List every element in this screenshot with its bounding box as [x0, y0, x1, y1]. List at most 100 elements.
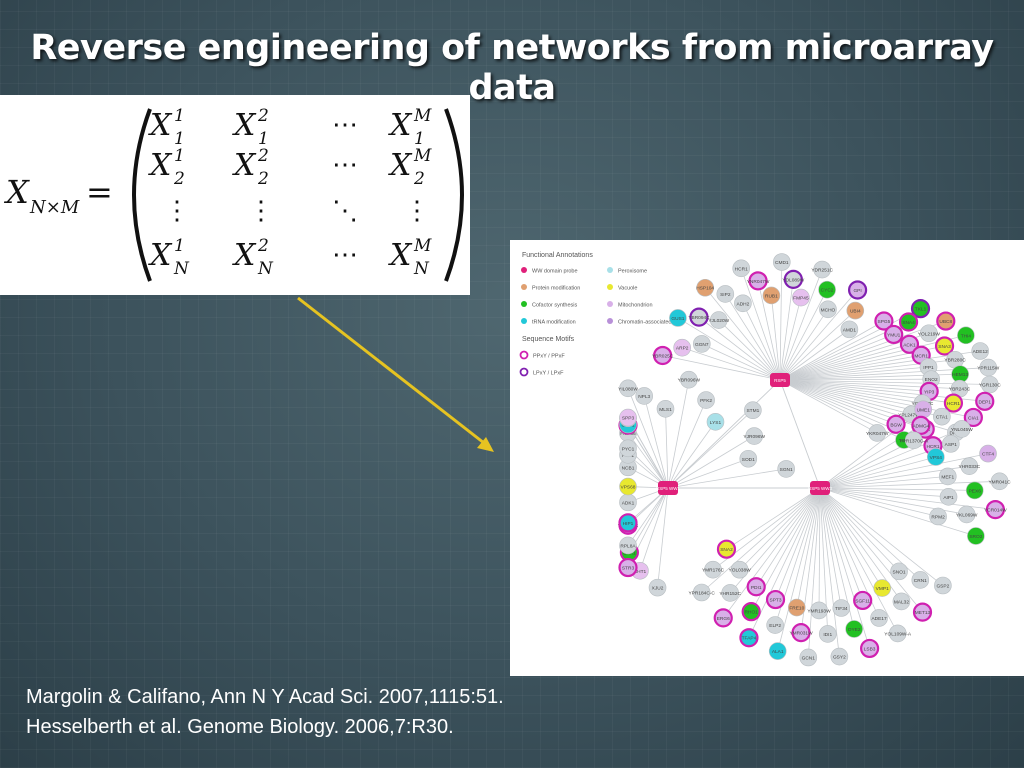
network-node-label: TKL1: [915, 307, 927, 313]
network-node: ADE12: [971, 342, 989, 360]
matrix-entry: X: [388, 148, 413, 183]
network-node-circle: [762, 286, 781, 305]
network-node: YHR152C: [719, 584, 741, 602]
network-node: YBR096W: [678, 370, 701, 389]
network-edge: [757, 280, 781, 381]
network-node-circle: [721, 584, 739, 602]
network-node-label: PDI1: [751, 585, 762, 591]
network-node-label: YCR014W: [984, 508, 1007, 514]
network-node-circle: [732, 259, 751, 278]
network-node: ALA1: [768, 642, 787, 660]
matrix-dots: ⋯: [332, 240, 358, 270]
matrix-entry-subscript: N: [257, 259, 274, 279]
network-node-circle: [696, 278, 714, 297]
network-node-circle: [847, 280, 868, 300]
network-node: SOD1: [739, 449, 758, 468]
network-node: TKL1: [910, 299, 931, 319]
network-node: ASP1: [941, 435, 960, 453]
network-node: ACK1: [899, 334, 920, 354]
legend-item-label: Vacuole: [618, 286, 637, 292]
network-node-circle: [818, 625, 837, 643]
network-hub-shape: [770, 373, 790, 387]
network-edge: [667, 379, 781, 489]
network-edge: [819, 487, 842, 609]
network-edge: [819, 475, 948, 489]
network-node-circle: [746, 577, 766, 597]
legend-item-label: Peroxisome: [618, 269, 647, 275]
network-node-circle: [619, 536, 637, 555]
network-edge: [807, 487, 821, 658]
network-node-circle: [783, 269, 803, 289]
network-edge: [701, 343, 781, 381]
network-edge: [779, 310, 856, 381]
network-node: UBI4: [846, 301, 865, 320]
network-node: PEX6: [965, 481, 984, 500]
network-node-circle: [669, 309, 687, 327]
network-node-label: SNA3: [938, 344, 951, 350]
network-node: SNA3: [934, 336, 955, 356]
matrix-entry-superscript: 1: [174, 236, 185, 256]
network-node: YMR041C: [988, 472, 1011, 491]
network-hub-label: RSP5: [774, 378, 786, 383]
legend-swatch: [607, 318, 613, 324]
network-node-circle: [709, 311, 728, 329]
network-node-label: HCR1: [926, 444, 939, 450]
network-node-label: PYC1: [622, 446, 635, 452]
network-node: MAL32: [892, 592, 911, 611]
network-edge: [819, 487, 899, 634]
network-node-label: YBR243C: [949, 387, 971, 393]
network-edge: [724, 293, 781, 381]
network-node: YMR193W: [807, 601, 831, 620]
network-hub-label: RSP5 WW1: [656, 486, 681, 491]
matrix-dots: ⋮: [248, 196, 274, 226]
network-node-label: SGN1: [780, 467, 793, 473]
network-node-label: YMR031W: [789, 631, 813, 637]
network-edge: [779, 343, 910, 381]
network-edge: [627, 487, 669, 546]
matrix-entry-subscript: 2: [173, 169, 185, 189]
network-edge: [667, 468, 787, 489]
matrix-entry-superscript: M: [413, 146, 432, 166]
network-node-label: RPL8A: [620, 543, 636, 549]
legend-swatch: [521, 301, 527, 307]
network-node-label: TIF34: [835, 606, 848, 612]
network-node-label: SNA4: [902, 320, 915, 326]
network-node-circle: [791, 623, 811, 643]
network-node-circle: [618, 513, 638, 533]
network-node-label: GPI: [853, 288, 861, 294]
network-edge: [662, 355, 781, 381]
network-edge: [704, 287, 781, 381]
network-edge: [819, 487, 977, 537]
network-node: YJR096W: [743, 427, 765, 445]
network-hub: RSP5 WW3: [808, 481, 833, 495]
network-node-circle: [832, 599, 851, 617]
network-node-label: HCR1: [947, 401, 960, 407]
network-node: YMU1: [884, 324, 904, 345]
network-node: ADE17: [870, 609, 888, 627]
network-node-circle: [892, 592, 911, 611]
network-hub-label: RSP5 WW3: [808, 486, 833, 491]
network-node-circle: [936, 311, 956, 331]
network-edge: [819, 439, 914, 489]
network-edge: [819, 409, 924, 489]
network-node: GSP2: [934, 576, 952, 595]
legend-item-label: Chromatin-associated: [618, 320, 672, 326]
matrix-entry-superscript: 1: [174, 106, 185, 126]
network-node-circle: [840, 320, 859, 339]
network-node-label: GSP2: [936, 584, 949, 590]
network-node-label: YKL069W: [956, 512, 978, 518]
network-node: YNR047W: [747, 271, 770, 291]
network-node-label: THI5: [899, 438, 910, 444]
network-node: YDL089W: [782, 269, 805, 289]
network-node-label: HIP1: [623, 521, 634, 527]
network-node-label: TFAP4: [742, 636, 757, 642]
network-node-label: YMR176C: [702, 568, 725, 574]
network-node: AIP1: [939, 488, 958, 506]
network-node-label: ASP1: [945, 442, 958, 448]
network-node-label: ELP2: [769, 623, 781, 629]
network-node-circle: [980, 375, 999, 394]
network-edge: [726, 487, 821, 550]
network-edge: [819, 487, 883, 589]
